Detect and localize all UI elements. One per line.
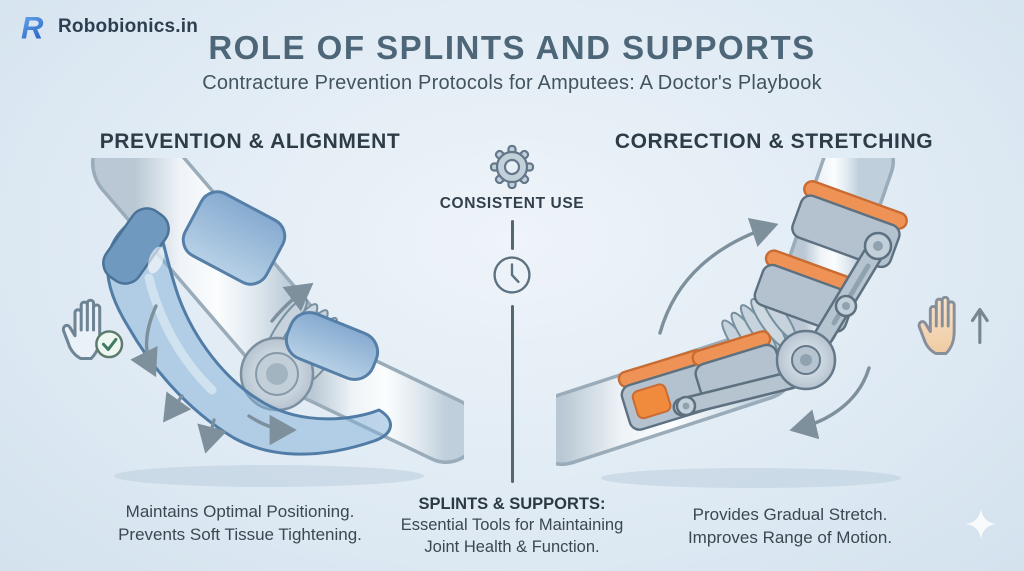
center-caption-heading: SPLINTS & SUPPORTS: [418, 495, 606, 513]
center-divider-bottom [511, 305, 514, 483]
right-caption: Provides Gradual Stretch. Improves Range… [620, 503, 960, 549]
brand-logo: R Robobionics.in [20, 9, 198, 45]
left-caption-line-1: Maintains Optimal Positioning. [125, 502, 355, 521]
center-divider-top [511, 220, 514, 250]
limb-shadow [114, 465, 424, 487]
brand-logo-icon: R [21, 10, 44, 45]
hand-checkmark-icon [61, 298, 124, 361]
hinge-mechanism [672, 231, 893, 417]
page-subtitle: Contracture Prevention Protocols for Amp… [202, 72, 822, 94]
center-caption-line-2: Joint Health & Function. [424, 537, 600, 556]
right-caption-line-2: Improves Range of Motion. [687, 528, 893, 548]
sparkle-icon [965, 508, 997, 540]
forearm-tube [278, 332, 464, 464]
limb-shadow [601, 468, 901, 488]
motion-arrows [130, 282, 314, 454]
left-caption-line-2: Prevents Soft Tissue Tightening. [118, 525, 362, 545]
upper-arm-pad [181, 190, 287, 286]
prevention-splint-illustration [91, 158, 464, 487]
right-section-heading: CORRECTION & STRETCHING [614, 130, 934, 153]
page-title: ROLE OF SPLINTS AND SUPPORTS [208, 29, 816, 66]
clock-icon [493, 256, 531, 294]
center-caption-line-1: Essential Tools for Maintaining [400, 516, 624, 535]
consistent-use-label: CONSISTENT USE [439, 195, 585, 212]
gear-icon [489, 144, 535, 190]
correction-brace-illustration [556, 158, 908, 488]
brand-logo-letter: R [21, 10, 44, 45]
hand-up-arrow-icon [917, 295, 989, 355]
left-caption: Maintains Optimal Positioning. Prevents … [60, 500, 420, 546]
left-section-heading: PREVENTION & ALIGNMENT [99, 130, 401, 153]
motion-arrows [658, 217, 871, 440]
forearm-pad [284, 311, 380, 381]
center-caption: SPLINTS & SUPPORTS: Essential Tools for … [372, 494, 652, 558]
brand-name: Robobionics.in [58, 16, 199, 37]
right-caption-line-1: Provides Gradual Stretch. [692, 505, 888, 524]
